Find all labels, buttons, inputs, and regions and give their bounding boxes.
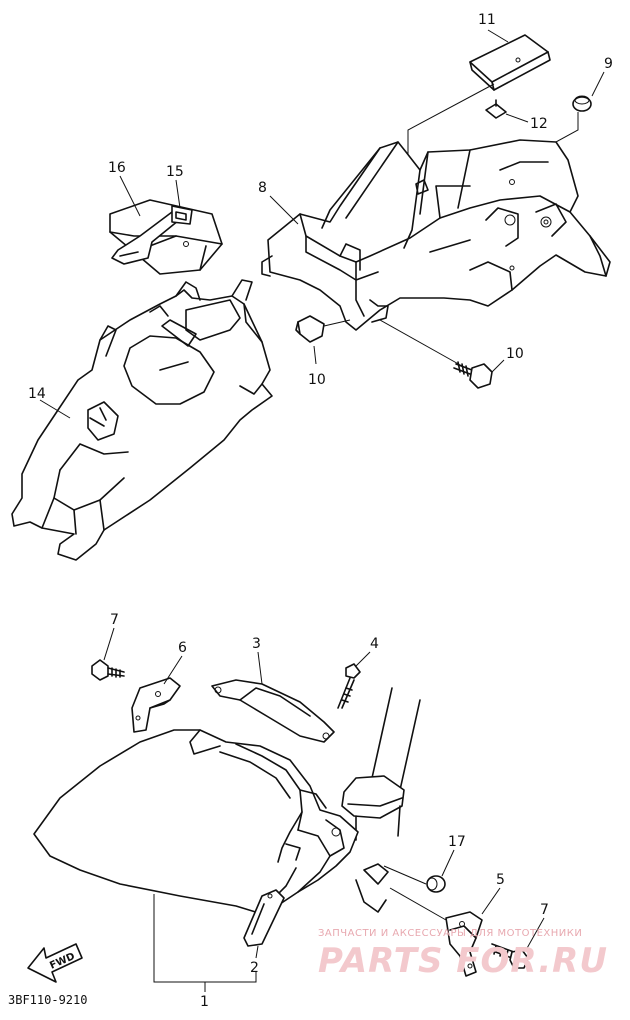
callout-4: 4 [370, 636, 379, 652]
leader-7-lower [525, 917, 545, 951]
leader-5-mount [389, 887, 447, 921]
callout-8: 8 [258, 180, 267, 196]
callout-3: 3 [252, 636, 261, 652]
callout-6: 6 [178, 640, 187, 656]
front-fork [341, 687, 421, 913]
callout-14: 14 [28, 386, 46, 402]
part-7-bolt-lower [489, 943, 529, 969]
callout-17: 17 [448, 834, 466, 850]
callout-16: 16 [108, 160, 126, 176]
leader-16 [119, 175, 141, 217]
part-10-bolt [453, 361, 493, 389]
callout-15: 15 [166, 164, 184, 180]
callout-10: 10 [506, 346, 524, 362]
part-13-clip [485, 99, 507, 119]
leader-11 [313, 345, 317, 365]
watermark-line1: ЗАПЧАСТИ И АКСЕССУАРЫ ДЛЯ МОТОТЕХНИКИ [318, 928, 582, 939]
part-14-inner-fender [11, 279, 273, 561]
callout-1: 1 [200, 994, 209, 1010]
part-15-strap [111, 205, 193, 265]
fwd-arrow-icon: FWD [27, 943, 83, 983]
leader-10-mount [379, 319, 463, 367]
callout-7-upper: 7 [110, 612, 119, 628]
leader-9 [591, 71, 605, 97]
part-2-reflector [243, 889, 285, 947]
diagram-code: 3BF110-9210 [8, 993, 87, 1007]
callout-13: 12 [530, 116, 548, 132]
part-17-grommet [426, 875, 446, 893]
leader-14 [39, 399, 71, 419]
watermark-line2: PARTS FOR.RU [318, 941, 608, 981]
leader-6 [163, 655, 183, 685]
part-7-bolt-upper [91, 659, 125, 681]
leader-10 [491, 359, 505, 373]
callout-7-lower: 7 [540, 902, 549, 918]
leader-7-upper [103, 627, 115, 661]
callout-2: 2 [250, 960, 259, 976]
part-8-rear-fender-bracket [261, 139, 611, 331]
leader-17-mount [383, 865, 427, 885]
leader-13 [505, 113, 529, 123]
leader-12 [487, 29, 509, 43]
callout-labels: 11 9 12 16 15 8 10 10 14 7 6 3 4 17 5 7 … [28, 12, 613, 1010]
callout-5: 5 [496, 872, 505, 888]
part-6-bracket [131, 677, 181, 733]
leader-3 [257, 651, 263, 685]
part-5-bracket [445, 911, 483, 977]
leader-2 [255, 945, 259, 959]
callout-12: 11 [478, 12, 496, 28]
watermark: ЗАПЧАСТИ И АКСЕССУАРЫ ДЛЯ МОТОТЕХНИКИ PA… [318, 928, 608, 981]
leader-11-mount [323, 319, 351, 327]
part-3-plate [211, 679, 335, 743]
leader-5 [481, 887, 501, 915]
part-12-cover-plate [469, 34, 551, 91]
leader-8 [269, 195, 299, 225]
callout-11: 10 [308, 372, 326, 388]
part-11-clip [295, 315, 325, 343]
part-1-front-fender [33, 729, 359, 915]
leader-17 [441, 849, 455, 877]
callout-9: 9 [604, 56, 613, 72]
leader-4 [355, 651, 371, 667]
part-9-grommet [572, 95, 592, 112]
leader-15 [175, 179, 181, 209]
part-4-bolt [337, 663, 361, 709]
